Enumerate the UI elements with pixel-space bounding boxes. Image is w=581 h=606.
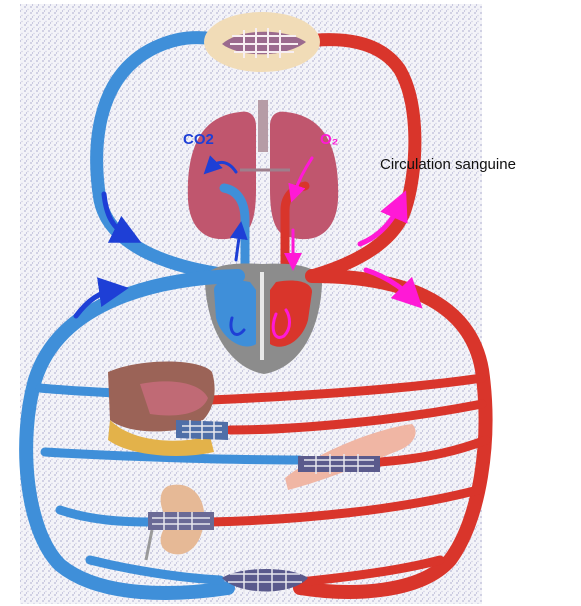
liver-icon bbox=[108, 362, 228, 457]
diagram-title: Circulation sanguine bbox=[380, 156, 516, 173]
head-capillary-bed bbox=[204, 12, 320, 72]
co2-label: CO2 bbox=[183, 131, 214, 148]
o2-label: O₂ bbox=[320, 131, 338, 148]
